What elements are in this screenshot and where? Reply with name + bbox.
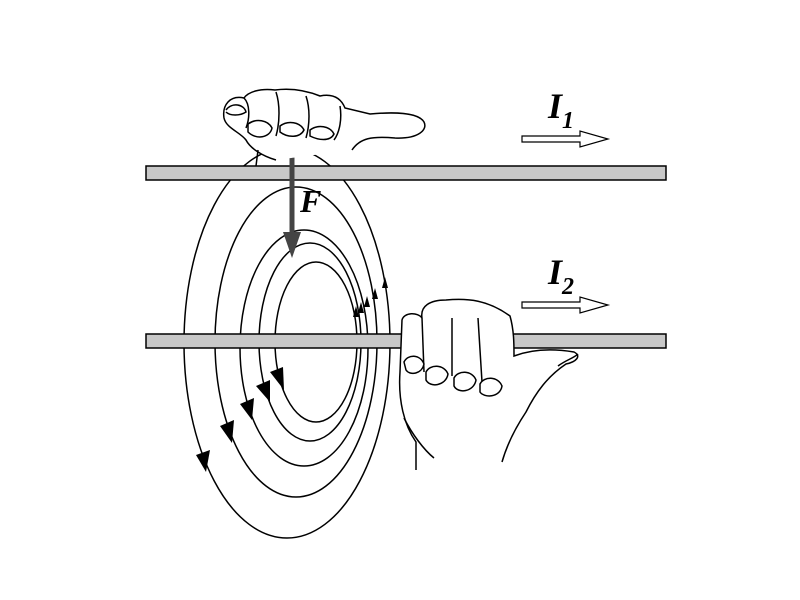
arrowhead-icon (364, 296, 370, 307)
current-label-bottom: I2 (547, 252, 574, 300)
arrowhead-icon (372, 288, 378, 299)
force-arrow (283, 148, 301, 258)
top-wire (145, 165, 667, 181)
bottom-hand-icon (398, 298, 579, 470)
arrowhead-icon (240, 398, 254, 420)
arrowhead-icon (196, 450, 210, 472)
field-direction-arrows-right (353, 277, 388, 317)
current-label-top: I1 (547, 86, 574, 134)
arrowhead-icon (358, 302, 364, 313)
arrowhead-icon (382, 277, 388, 288)
field-direction-arrows-left (196, 367, 284, 472)
arrowhead-icon (270, 367, 284, 390)
force-label: F (299, 183, 321, 219)
current-arrow-top (521, 130, 611, 148)
arrowhead-icon (353, 306, 359, 317)
top-hand-icon (222, 88, 426, 167)
arrowhead-icon (220, 420, 234, 443)
current-arrow-bottom (521, 296, 611, 314)
arrowhead-icon (256, 380, 270, 402)
